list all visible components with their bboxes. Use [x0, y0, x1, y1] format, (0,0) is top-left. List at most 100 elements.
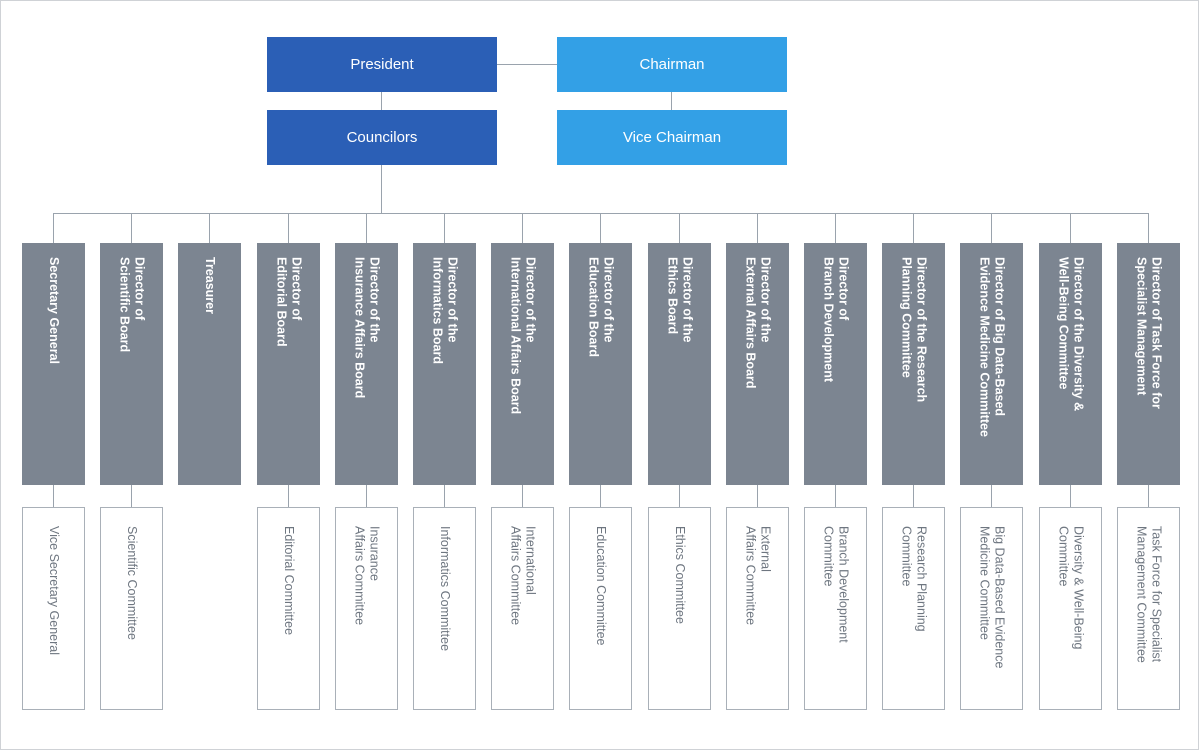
committee-box: Vice Secretary General	[22, 507, 85, 710]
director-label: Director of the Education Board	[586, 257, 616, 358]
director-connector	[288, 213, 289, 243]
chairman-box: Chairman	[557, 37, 787, 92]
director-box: Director of Editorial Board	[257, 243, 320, 485]
committee-connector	[991, 485, 992, 507]
director-label: Director of Scientific Board	[117, 257, 147, 353]
committee-box: Diversity & Well-Being Committee	[1039, 507, 1102, 710]
director-box: Director of Big Data-Based Evidence Medi…	[960, 243, 1023, 485]
committee-label: External Affairs Committee	[743, 526, 773, 626]
committee-box: Insurance Affairs Committee	[335, 507, 398, 710]
vice-chairman-label: Vice Chairman	[622, 129, 722, 146]
committee-box: Informatics Committee	[413, 507, 476, 710]
president-box: President	[267, 37, 497, 92]
director-box: Director of Task Force for Specialist Ma…	[1117, 243, 1180, 485]
committee-box: Task Force for Specialist Management Com…	[1117, 507, 1180, 710]
director-label: Director of the International Affairs Bo…	[508, 257, 538, 415]
director-connector	[835, 213, 836, 243]
committee-label: Editorial Committee	[282, 526, 296, 636]
committee-box: Research Planning Committee	[882, 507, 945, 710]
committee-connector	[1148, 485, 1149, 507]
committee-connector	[288, 485, 289, 507]
director-label: Director of Task Force for Specialist Ma…	[1134, 257, 1164, 409]
committee-box: Branch Development Committee	[804, 507, 867, 710]
director-box: Director of the Education Board	[569, 243, 632, 485]
director-connector	[53, 213, 54, 243]
committee-label: Vice Secretary General	[47, 526, 61, 655]
committee-label: Scientific Committee	[125, 526, 139, 640]
committee-box: Scientific Committee	[100, 507, 163, 710]
director-connector	[1148, 213, 1149, 243]
director-label: Director of the Insurance Affairs Board	[352, 257, 382, 399]
director-label: Director of Branch Development	[821, 257, 851, 383]
director-label: Director of Editorial Board	[274, 257, 304, 347]
director-label: Director of Big Data-Based Evidence Medi…	[977, 257, 1007, 437]
director-connector	[444, 213, 445, 243]
director-box: Director of the Insurance Affairs Board	[335, 243, 398, 485]
committee-box: Education Committee	[569, 507, 632, 710]
committee-connector	[913, 485, 914, 507]
director-box: Secretary General	[22, 243, 85, 485]
director-label: Director of the Diversity & Well-Being C…	[1056, 257, 1086, 412]
committee-label: Task Force for Specialist Management Com…	[1134, 526, 1164, 663]
committee-box: Editorial Committee	[257, 507, 320, 710]
committee-connector	[366, 485, 367, 507]
director-label: Director of the Ethics Board	[665, 257, 695, 343]
committee-box: International Affairs Committee	[491, 507, 554, 710]
committee-box: Big Data-Based Evidence Medicine Committ…	[960, 507, 1023, 710]
committee-label: Big Data-Based Evidence Medicine Committ…	[977, 526, 1007, 669]
committee-connector	[444, 485, 445, 507]
director-connector	[991, 213, 992, 243]
director-connector	[209, 213, 210, 243]
committee-connector	[757, 485, 758, 507]
director-connector	[131, 213, 132, 243]
director-connector	[679, 213, 680, 243]
director-label: Treasurer	[203, 257, 217, 314]
committee-label: Research Planning Committee	[899, 526, 929, 632]
committee-connector	[600, 485, 601, 507]
committee-label: Branch Development Committee	[821, 526, 851, 643]
committee-connector	[53, 485, 54, 507]
committee-connector	[522, 485, 523, 507]
committee-label: Insurance Affairs Committee	[352, 526, 382, 626]
chairman-label: Chairman	[639, 56, 705, 73]
committee-label: Diversity & Well-Being Committee	[1056, 526, 1086, 650]
committee-label: Ethics Committee	[673, 526, 687, 624]
committee-box: Ethics Committee	[648, 507, 711, 710]
director-box: Director of the Ethics Board	[648, 243, 711, 485]
committee-connector	[1070, 485, 1071, 507]
director-box: Director of the Diversity & Well-Being C…	[1039, 243, 1102, 485]
director-box: Director of Scientific Board	[100, 243, 163, 485]
director-connector	[600, 213, 601, 243]
director-box: Director of the External Affairs Board	[726, 243, 789, 485]
committee-connector	[131, 485, 132, 507]
director-connector	[522, 213, 523, 243]
director-connector	[913, 213, 914, 243]
director-label: Director of the Informatics Board	[430, 257, 460, 364]
committee-label: Informatics Committee	[438, 526, 452, 652]
committee-box: External Affairs Committee	[726, 507, 789, 710]
councilors-trunk-connector	[381, 165, 382, 213]
director-box: Director of Branch Development	[804, 243, 867, 485]
committee-connector	[679, 485, 680, 507]
president-label: President	[350, 56, 414, 73]
director-connector	[1070, 213, 1071, 243]
committee-label: Education Committee	[594, 526, 608, 646]
vice-chairman-box: Vice Chairman	[557, 110, 787, 165]
director-label: Secretary General	[47, 257, 61, 365]
director-label: Director of the Research Planning Commit…	[899, 257, 929, 403]
committee-label: International Affairs Committee	[508, 526, 538, 626]
director-box: Treasurer	[178, 243, 241, 485]
president-councilors-connector	[381, 92, 382, 110]
director-connector	[757, 213, 758, 243]
committee-connector	[835, 485, 836, 507]
chairman-vice-connector	[671, 92, 672, 110]
director-box: Director of the Research Planning Commit…	[882, 243, 945, 485]
director-box: Director of the Informatics Board	[413, 243, 476, 485]
president-chairman-connector	[497, 64, 557, 65]
councilors-box: Councilors	[267, 110, 497, 165]
director-connector	[366, 213, 367, 243]
councilors-label: Councilors	[346, 129, 418, 146]
director-label: Director of the External Affairs Board	[743, 257, 773, 389]
director-box: Director of the International Affairs Bo…	[491, 243, 554, 485]
